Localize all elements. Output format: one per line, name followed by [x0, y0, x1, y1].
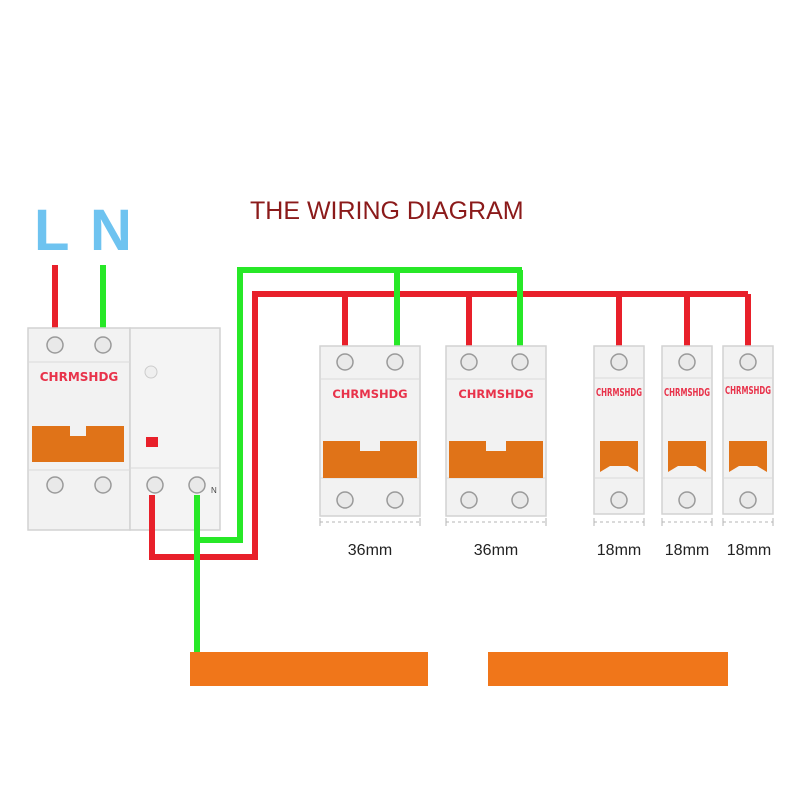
- rcd-terminal-l: [146, 476, 164, 494]
- breaker-handle: [323, 441, 417, 478]
- neutral-terminal-label: N: [211, 486, 217, 495]
- main-bottom-terminal-1: [46, 476, 64, 494]
- breaker-brand: CHRMSHDG: [664, 386, 710, 399]
- breaker-brand: CHRMSHDG: [596, 386, 642, 399]
- neutral-label: N: [90, 198, 132, 263]
- main-breaker-handle: [32, 426, 124, 462]
- bottom-terminal: [739, 491, 757, 509]
- breaker-handle: [600, 441, 638, 472]
- breaker-3-width-label: 18mm: [597, 542, 641, 559]
- breaker-body: [661, 345, 713, 515]
- rcd-indicator: [146, 437, 158, 447]
- breaker-brand: CHRMSHDG: [725, 384, 771, 397]
- top-terminal: [386, 353, 404, 371]
- main-breaker-rcd-body: [129, 327, 221, 531]
- live-distribution-wire: [149, 291, 748, 560]
- main-top-terminal-n: [94, 336, 112, 354]
- breaker-brand: CHRMSHDG: [458, 387, 533, 401]
- breaker-brand: CHRMSHDG: [332, 387, 407, 401]
- breaker-4-width-label: 18mm: [665, 542, 709, 559]
- top-terminal: [610, 353, 628, 371]
- dimension-markers: [319, 518, 774, 526]
- breaker-handle: [449, 441, 543, 478]
- breaker-body: [722, 345, 774, 515]
- top-terminal: [460, 353, 478, 371]
- top-terminal: [678, 353, 696, 371]
- top-terminal: [511, 353, 529, 371]
- rcd-terminal-n: [188, 476, 206, 494]
- breaker-body: [319, 345, 421, 517]
- breaker-5-width-label: 18mm: [727, 542, 771, 559]
- breaker-1: CHRMSHDG: [319, 345, 421, 517]
- diagram-title: THE WIRING DIAGRAM: [250, 197, 524, 225]
- bottom-terminal: [460, 491, 478, 509]
- line-label: L: [34, 198, 69, 263]
- bottom-terminal: [511, 491, 529, 509]
- breaker-2-width-label: 36mm: [474, 542, 518, 559]
- bottom-terminal: [386, 491, 404, 509]
- main-breaker-brand: CHRMSHDG: [40, 370, 119, 384]
- main-breaker: CHRMSHDG N: [27, 327, 221, 531]
- top-terminal: [336, 353, 354, 371]
- bottom-terminal: [610, 491, 628, 509]
- bottom-terminal: [678, 491, 696, 509]
- neutral-busbar-left: [190, 652, 428, 686]
- breaker-2: CHRMSHDG: [445, 345, 547, 517]
- breaker-5: CHRMSHDG: [722, 345, 774, 515]
- main-top-terminal-l: [46, 336, 64, 354]
- neutral-busbar-right: [488, 652, 728, 686]
- top-terminal: [739, 353, 757, 371]
- main-bottom-terminal-2: [94, 476, 112, 494]
- breaker-3: CHRMSHDG: [593, 345, 645, 515]
- breaker-1-width-label: 36mm: [348, 542, 392, 559]
- breaker-body: [593, 345, 645, 515]
- breaker-handle: [668, 441, 706, 472]
- test-button-icon: [144, 365, 158, 379]
- breaker-handle: [729, 441, 767, 472]
- bottom-terminal: [336, 491, 354, 509]
- breaker-4: CHRMSHDG: [661, 345, 713, 515]
- neutral-distribution-wire: [194, 267, 522, 543]
- breaker-body: [445, 345, 547, 517]
